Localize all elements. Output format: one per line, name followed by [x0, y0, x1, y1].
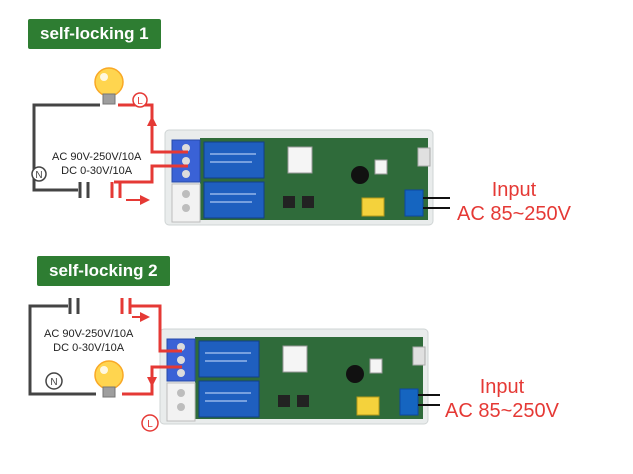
push-button	[302, 196, 314, 208]
input-voltage: AC 85~250V	[457, 203, 571, 225]
relay-1	[198, 340, 260, 378]
light-bulb-icon	[94, 360, 124, 398]
spec-dc: DC 0-30V/10A	[61, 165, 133, 177]
screw-icon	[177, 389, 185, 397]
output-terminal-lower	[171, 183, 201, 223]
screw-icon	[177, 403, 185, 411]
capacitor	[351, 166, 369, 184]
screw-icon	[182, 204, 190, 212]
micro-usb-port	[412, 346, 426, 366]
input-terminal	[404, 189, 424, 217]
spec-dc: DC 0-30V/10A	[53, 342, 125, 354]
diagram-title: self-locking 1	[28, 19, 161, 49]
push-button	[278, 395, 290, 407]
relay-2	[203, 181, 265, 219]
input-title: Input	[491, 179, 537, 201]
wifi-module	[282, 345, 308, 373]
wiring-diagram-2: N L	[28, 298, 440, 432]
neutral-symbol-label: N	[35, 170, 42, 181]
transformer	[361, 197, 385, 217]
diagram-title: self-locking 2	[37, 256, 170, 286]
transformer	[356, 396, 380, 416]
ic-chip	[374, 159, 388, 175]
neutral-wire	[28, 304, 96, 396]
output-terminal-lower	[166, 382, 196, 422]
ic-chip	[369, 358, 383, 374]
screw-icon	[182, 170, 190, 178]
live-symbol-label: L	[147, 419, 153, 430]
micro-usb-port	[417, 147, 431, 167]
input-title: Input	[479, 376, 525, 398]
screw-icon	[182, 190, 190, 198]
light-bulb-icon	[94, 67, 124, 105]
screw-icon	[177, 356, 185, 364]
neutral-wire	[32, 103, 100, 192]
wifi-module	[287, 146, 313, 174]
screw-icon	[177, 343, 185, 351]
screw-icon	[177, 369, 185, 377]
neutral-symbol-label: N	[50, 377, 57, 388]
load-spec: AC 90V-250V/10A DC 0-30V/10A	[44, 327, 133, 355]
spec-ac: AC 90V-250V/10A	[44, 328, 134, 340]
spec-ac: AC 90V-250V/10A	[52, 151, 142, 163]
input-voltage-label: Input AC 85~250V	[457, 178, 571, 226]
neutral-symbol-icon	[45, 372, 63, 390]
arrow-down-icon	[147, 377, 157, 387]
diagram-self-locking-1: N L self-locking 1 AC 90V-250V/10A DC 0-…	[28, 19, 571, 226]
wiring-diagram-1: N L	[31, 67, 450, 226]
screw-icon	[182, 157, 190, 165]
neutral-symbol-icon	[31, 166, 47, 182]
input-terminal	[399, 388, 419, 416]
load-spec: AC 90V-250V/10A DC 0-30V/10A	[52, 150, 141, 178]
live-symbol-icon	[141, 414, 159, 432]
arrow-up-icon	[147, 116, 157, 126]
input-voltage-label: Input AC 85~250V	[445, 375, 559, 423]
diagram-self-locking-2: N L self-locking 2 AC 90V-250V/10A DC 0-…	[0, 237, 633, 474]
push-button	[283, 196, 295, 208]
live-wire-lower	[114, 164, 188, 184]
arrow-right-icon	[140, 195, 150, 205]
relay-module	[159, 328, 440, 425]
relay-2	[198, 380, 260, 418]
relay-module	[164, 129, 450, 226]
arrow-right-icon	[140, 312, 150, 322]
relay-1	[203, 141, 265, 179]
live-symbol-label: L	[137, 96, 143, 107]
input-voltage: AC 85~250V	[445, 400, 559, 422]
live-wire-upper	[130, 304, 182, 353]
capacitor	[346, 365, 364, 383]
screw-icon	[182, 144, 190, 152]
push-button	[297, 395, 309, 407]
live-symbol-icon	[132, 92, 148, 108]
